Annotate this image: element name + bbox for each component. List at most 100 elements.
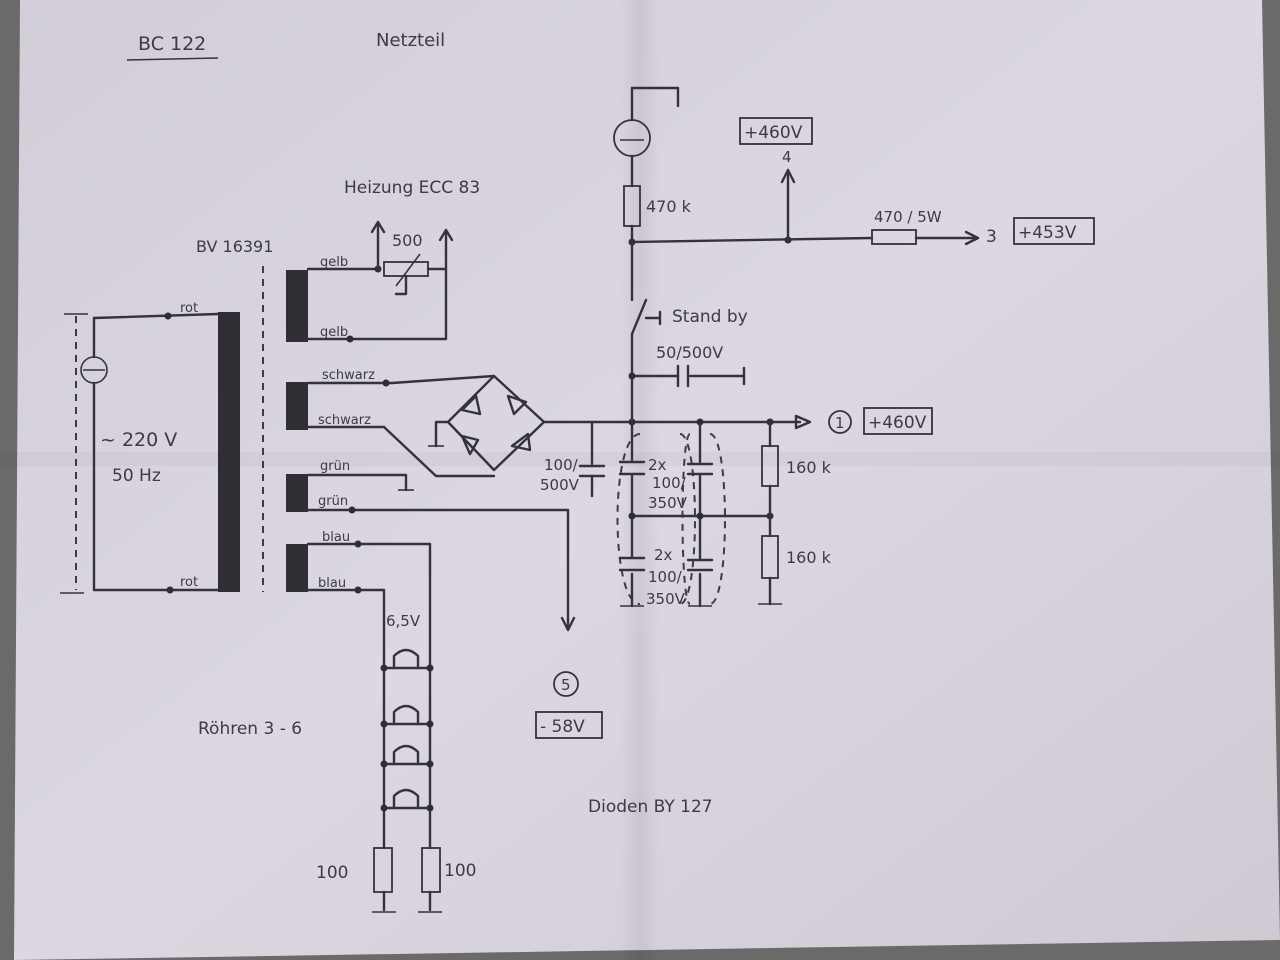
output-1-marker: [828, 410, 852, 434]
arrow-right-icon: [964, 230, 980, 246]
junction-dot: [426, 720, 434, 728]
cap-block-2-label-c: 350V: [646, 590, 686, 608]
heater-voltage-label: 6,5V: [386, 612, 421, 630]
primary-top-wire: [92, 312, 220, 320]
cap-block-1-label-b: 100/: [652, 474, 687, 492]
standby-section: Stand by 50/500V: [628, 240, 748, 424]
secondary-winding-gelb: [286, 270, 308, 342]
junction-dot: [354, 540, 362, 548]
secondary-winding-blau: [286, 544, 308, 592]
output-4-number: 4: [782, 148, 792, 166]
c50-label: 50/500V: [656, 343, 723, 362]
resistor-100-left-label: 100: [316, 863, 348, 883]
output-5-value: - 58V: [540, 717, 585, 737]
junction-dot: [628, 372, 636, 380]
output-3-number: 3: [986, 227, 997, 247]
primary-winding: [218, 312, 240, 592]
heater-filament-icon: [392, 648, 420, 670]
output-5-box: [535, 711, 603, 739]
resistor-160k-1-label: 160 k: [786, 458, 832, 477]
top-section: 470 k 470 / 5W 4 +460V 3 +453V: [613, 86, 1095, 247]
ht-rail: 1 +460V 100/ 500V 2x 100/: [540, 407, 933, 608]
junction-dot: [696, 418, 704, 426]
standby-label: Stand by: [672, 307, 748, 327]
output-5-marker: [553, 671, 579, 697]
standby-switch-icon: [630, 298, 648, 336]
model-underline: [126, 57, 219, 61]
junction-dot: [628, 238, 636, 246]
arrow-up-icon: [780, 168, 796, 184]
arrow-up-icon: [370, 220, 386, 234]
junction-dot: [382, 379, 390, 387]
tubes-note: Röhren 3 - 6: [198, 719, 302, 739]
c100-label-a: 100/: [544, 456, 579, 474]
bridge-in-1: [390, 374, 496, 385]
schwarz-1-label: schwarz: [322, 368, 375, 383]
heater-title: Heizung ECC 83: [344, 178, 480, 198]
heater-rungs: [382, 666, 432, 810]
junction-dot: [166, 586, 174, 594]
gelb-2-label: gelb: [320, 325, 348, 340]
cap-block-1-label-a: 2x: [648, 456, 667, 474]
output-4-box: [739, 117, 813, 145]
junction-dot: [380, 760, 388, 768]
out3-wire: [630, 236, 978, 244]
mains-input: rot rot ~ 220 V 50 Hz: [60, 301, 220, 594]
arrow-down-icon: [560, 616, 576, 632]
heater-circuit: Heizung ECC 83 500: [344, 178, 480, 296]
arrow-right-icon: [794, 414, 812, 430]
diodes-note: Dioden BY 127: [588, 797, 713, 817]
gelb-1-label: gelb: [320, 255, 348, 270]
junction-dot: [426, 664, 434, 672]
rectifier-bridge: Dioden BY 127: [382, 374, 713, 817]
primary-top-label: rot: [180, 301, 198, 316]
junction-dot: [380, 720, 388, 728]
model-label: BC 122: [138, 33, 206, 55]
junction-dot: [426, 760, 434, 768]
junction-dot: [380, 664, 388, 672]
heater-ground-leads: [382, 890, 432, 912]
junction-dot: [426, 804, 434, 812]
resistor-470k-label: 470 k: [646, 197, 692, 216]
resistor-470k: [623, 185, 641, 227]
schwarz-2-label: schwarz: [318, 413, 371, 428]
junction-dot: [164, 312, 172, 320]
neon-ground-wire: [630, 86, 680, 108]
paper-fold: [620, 0, 660, 960]
diode-icon: [460, 394, 482, 416]
output-1-value: +460V: [868, 413, 927, 433]
primary-bottom-label: rot: [180, 575, 198, 590]
gruen-2-label: grün: [318, 494, 348, 509]
heater-filament-icon: [392, 788, 420, 810]
junction-dot: [354, 586, 362, 594]
junction-dot: [348, 506, 356, 514]
gelb-2-wire: [306, 230, 448, 341]
gruen-1-wire: [306, 473, 408, 492]
output-1-box: [863, 407, 933, 435]
resistor-160k-2: [761, 535, 779, 579]
cap-block-1-label-c: 350V: [648, 494, 688, 512]
output-5-number: 5: [561, 676, 571, 694]
junction-dot: [628, 512, 636, 520]
secondary-winding-schwarz: [286, 382, 308, 430]
output-1-number: 1: [835, 414, 845, 432]
secondary-winding-gruen: [286, 474, 308, 512]
junction-dot: [380, 804, 388, 812]
diode-icon: [460, 434, 480, 456]
blau-1-wire: [306, 542, 432, 850]
standby-switch-actuator: [644, 310, 662, 326]
tube-heater-chain: 6,5V 100 100 Röhren 3 - 6: [198, 612, 476, 913]
resistor-470-5w: [871, 229, 917, 245]
transformer: BV 16391 gelb gelb schwarz schwarz grün …: [196, 230, 570, 850]
output-4-value: +460V: [744, 123, 803, 143]
pot-wiper-arrow: [395, 253, 421, 287]
diode-icon: [510, 432, 532, 452]
neon-lamp-icon: [613, 119, 651, 157]
heater-filament-icon: [392, 704, 420, 726]
output-3-box: [1013, 217, 1095, 245]
paper-crease: [0, 452, 1280, 466]
mains-voltage-label: ~ 220 V: [100, 429, 177, 451]
cap-block-2-label-b: 100/: [648, 568, 683, 586]
c100-label-b: 500V: [540, 476, 580, 494]
